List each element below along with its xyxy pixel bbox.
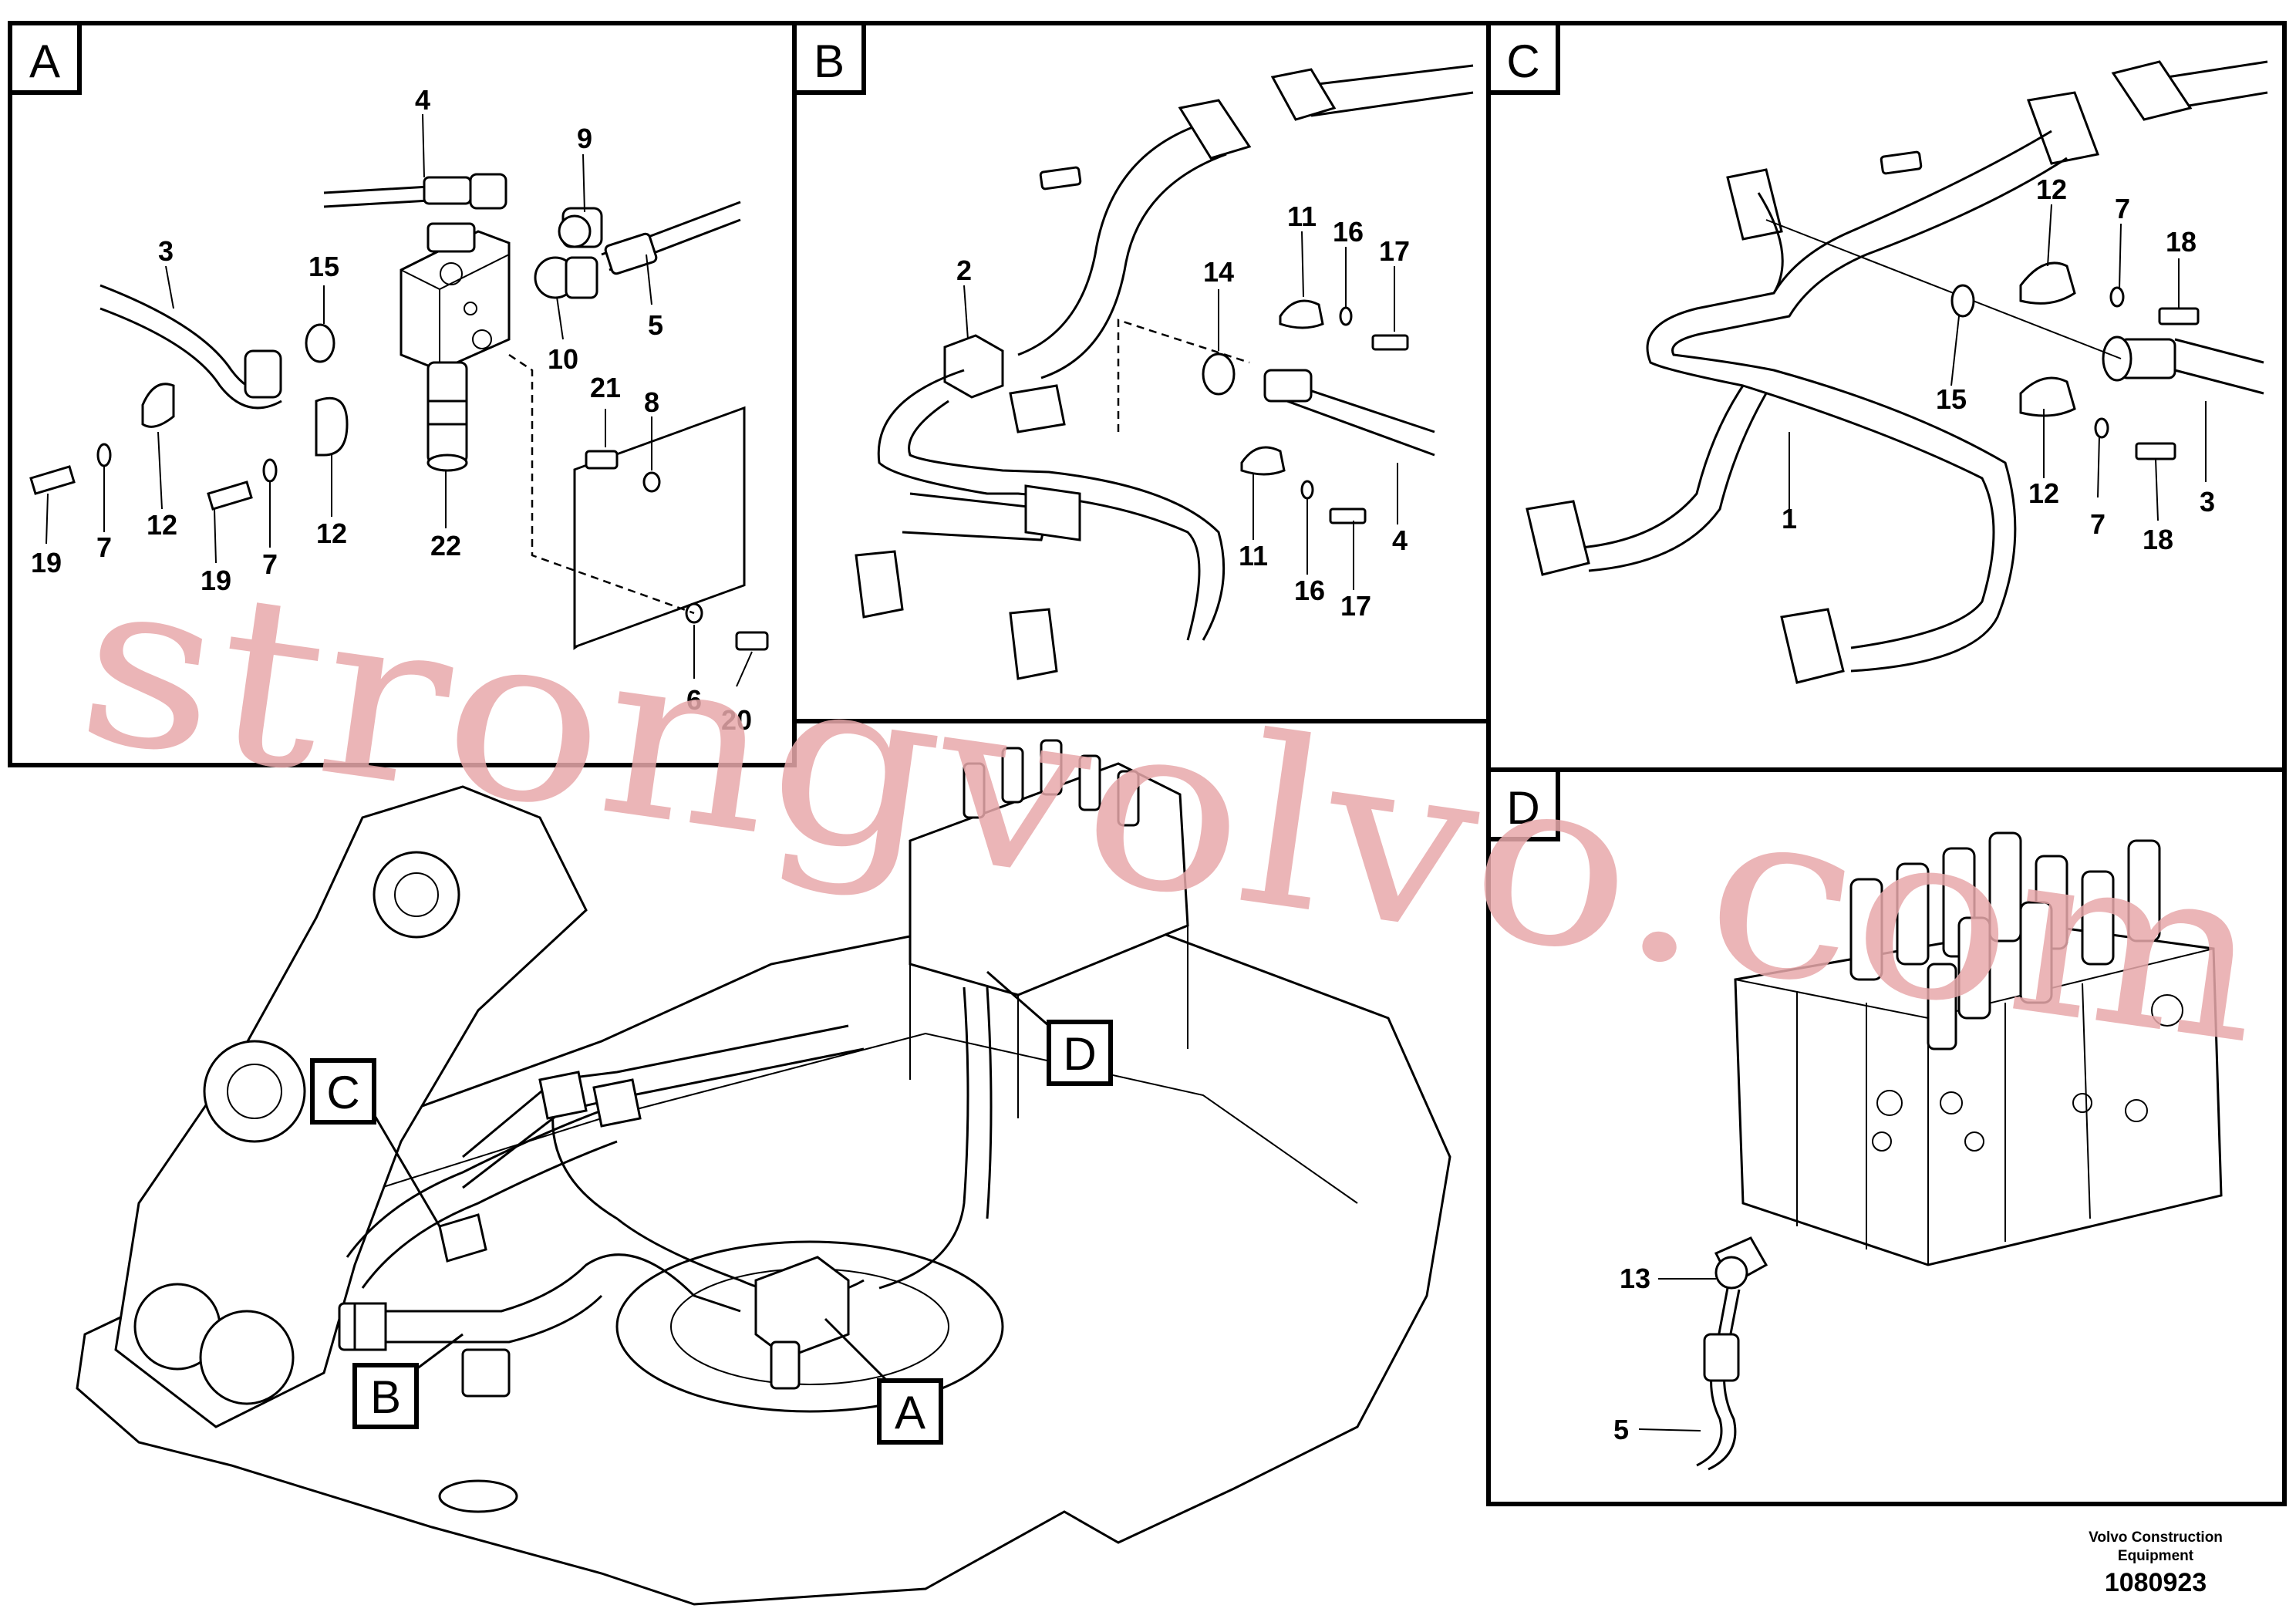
brand-line-1: Volvo Construction (2089, 1529, 2223, 1546)
callout-label: 7 (2090, 508, 2106, 540)
drawing-number: 1080923 (2104, 1568, 2207, 1597)
pointer-letter: C (326, 1067, 359, 1118)
callout-label: 15 (308, 251, 339, 282)
callout-label: 17 (1340, 590, 1371, 622)
panel-b-callouts: 2 14 11 16 17 11 16 17 4 (956, 201, 1410, 622)
callout-label: 12 (2028, 477, 2059, 509)
panel-a: A (8, 21, 797, 767)
callout-label: 20 (721, 704, 752, 736)
panel-b: B (792, 21, 1491, 723)
callout-label: 11 (1239, 540, 1268, 572)
callout-label: 10 (548, 343, 578, 375)
callout-label: 21 (590, 372, 621, 403)
callout-label: 2 (956, 255, 972, 286)
callout-label: 7 (2115, 193, 2130, 224)
callout-label: 22 (430, 530, 461, 561)
callout-label: 19 (201, 565, 231, 596)
callout-label: 5 (1613, 1414, 1629, 1445)
pointer-letter: D (1063, 1028, 1096, 1080)
pointer-letter: B (370, 1371, 401, 1423)
panel-c: C 12 7 (1486, 21, 2287, 772)
callout-label: 5 (648, 309, 663, 341)
callout-label: 7 (262, 548, 278, 580)
panel-c-callouts: 12 7 18 15 1 12 7 18 3 (1782, 174, 2215, 555)
callout-label: 12 (147, 509, 177, 541)
panel-a-callouts: 4 9 3 15 5 10 21 8 19 7 12 19 7 12 22 6 … (31, 84, 752, 736)
panel-d-letter: D (1506, 782, 1539, 834)
panel-a-letter: A (29, 35, 60, 87)
overview-assembly: C D B A (76, 739, 1451, 1606)
callout-label: 9 (577, 123, 592, 154)
callout-label: 1 (1782, 503, 1797, 534)
panel-d: D 13 5 (1486, 767, 2287, 1506)
callout-label: 13 (1620, 1263, 1650, 1294)
callout-label: 3 (158, 235, 174, 267)
overview-pointer-a: A (824, 1317, 943, 1445)
overview-pointer-c: C (310, 1058, 441, 1227)
brand-line-2: Equipment (2117, 1548, 2194, 1564)
callout-label: 15 (1936, 383, 1967, 415)
callout-label: 18 (2166, 226, 2197, 258)
overview-pointer-d: D (986, 970, 1113, 1086)
callout-label: 16 (1294, 575, 1325, 606)
callout-label: 11 (1287, 201, 1317, 232)
callout-label: 19 (31, 547, 62, 578)
callout-label: 14 (1203, 256, 1234, 288)
callout-label: 18 (2143, 524, 2173, 555)
callout-label: 6 (686, 684, 702, 716)
callout-label: 3 (2200, 486, 2215, 518)
panel-d-callouts: 13 5 (1613, 1263, 1650, 1445)
pointer-letter: A (895, 1387, 925, 1438)
footer-block: Volvo Construction Equipment 1080923 (2071, 1529, 2240, 1600)
panel-b-letter: B (814, 35, 845, 87)
callout-label: 12 (316, 518, 347, 549)
callout-label: 4 (415, 84, 430, 116)
callout-label: 4 (1392, 524, 1408, 556)
callout-label: 17 (1379, 235, 1410, 267)
panel-c-letter: C (1506, 35, 1539, 87)
callout-label: 7 (96, 531, 112, 563)
callout-label: 12 (2036, 174, 2067, 205)
callout-label: 16 (1333, 216, 1364, 248)
overview-pointer-b: B (352, 1333, 464, 1429)
callout-label: 8 (644, 386, 659, 418)
